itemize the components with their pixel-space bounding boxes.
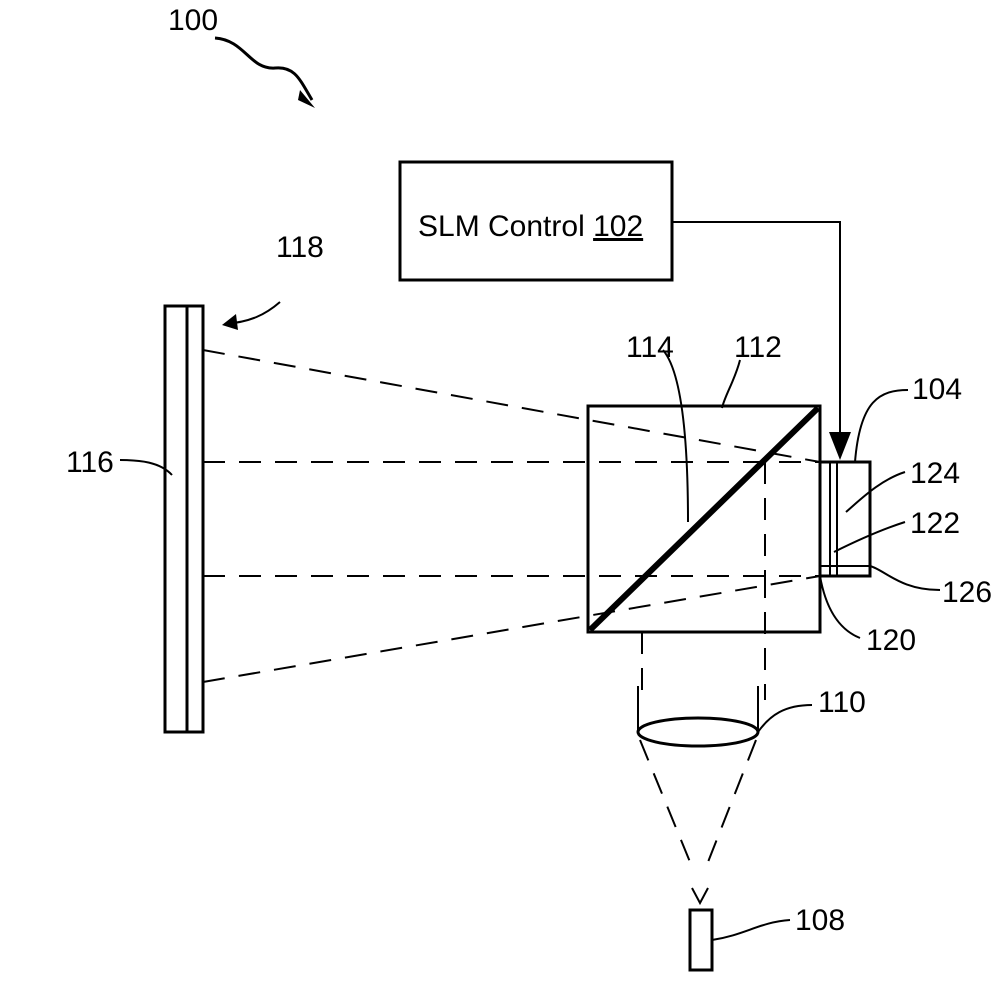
slm-control-number: 102: [593, 210, 643, 243]
control-signal-arrowhead: [829, 432, 851, 460]
camera-108: [688, 908, 714, 972]
slm-control-label: SLM Control 102: [418, 210, 643, 243]
leader-126: [869, 565, 941, 591]
label-126: 126: [942, 576, 992, 609]
label-120: 120: [866, 624, 916, 657]
label-108: 108: [795, 904, 845, 937]
leader-112: [721, 359, 741, 409]
label-112: 112: [734, 331, 782, 364]
leader-122: [833, 521, 906, 553]
label-122: 122: [910, 507, 960, 540]
control-signal-line: [672, 221, 841, 440]
leader-124: [845, 471, 906, 513]
figure-number-arrow: [214, 36, 314, 101]
leader-116: [119, 459, 173, 476]
beam-lower-diverging: [202, 575, 821, 683]
label-104: 104: [912, 373, 962, 406]
leader-120: [819, 575, 861, 639]
leader-108: [711, 919, 791, 941]
screen-layer-118: [185, 304, 205, 734]
converging-ray-left: [639, 739, 691, 863]
label-118: 118: [276, 231, 324, 264]
slm-control-text: SLM Control: [418, 210, 593, 243]
leader-114: [662, 349, 689, 523]
converging-ray-right: [707, 739, 757, 863]
screen-116: [163, 304, 189, 734]
label-114: 114: [626, 331, 674, 364]
lens-110: [636, 716, 760, 748]
label-124: 124: [910, 457, 960, 490]
figure-number-label: 100: [168, 4, 218, 37]
leader-118-arrowhead: [222, 314, 238, 330]
camera-aperture: [691, 887, 709, 906]
beam-upper-diverging: [202, 349, 821, 463]
label-110: 110: [818, 686, 866, 719]
leader-110: [757, 704, 813, 733]
label-116: 116: [66, 446, 114, 479]
beam-splitter-114: [587, 405, 821, 633]
slm-104: [818, 460, 872, 578]
leader-104: [854, 389, 909, 463]
figure-number-arrowhead: [298, 90, 315, 108]
